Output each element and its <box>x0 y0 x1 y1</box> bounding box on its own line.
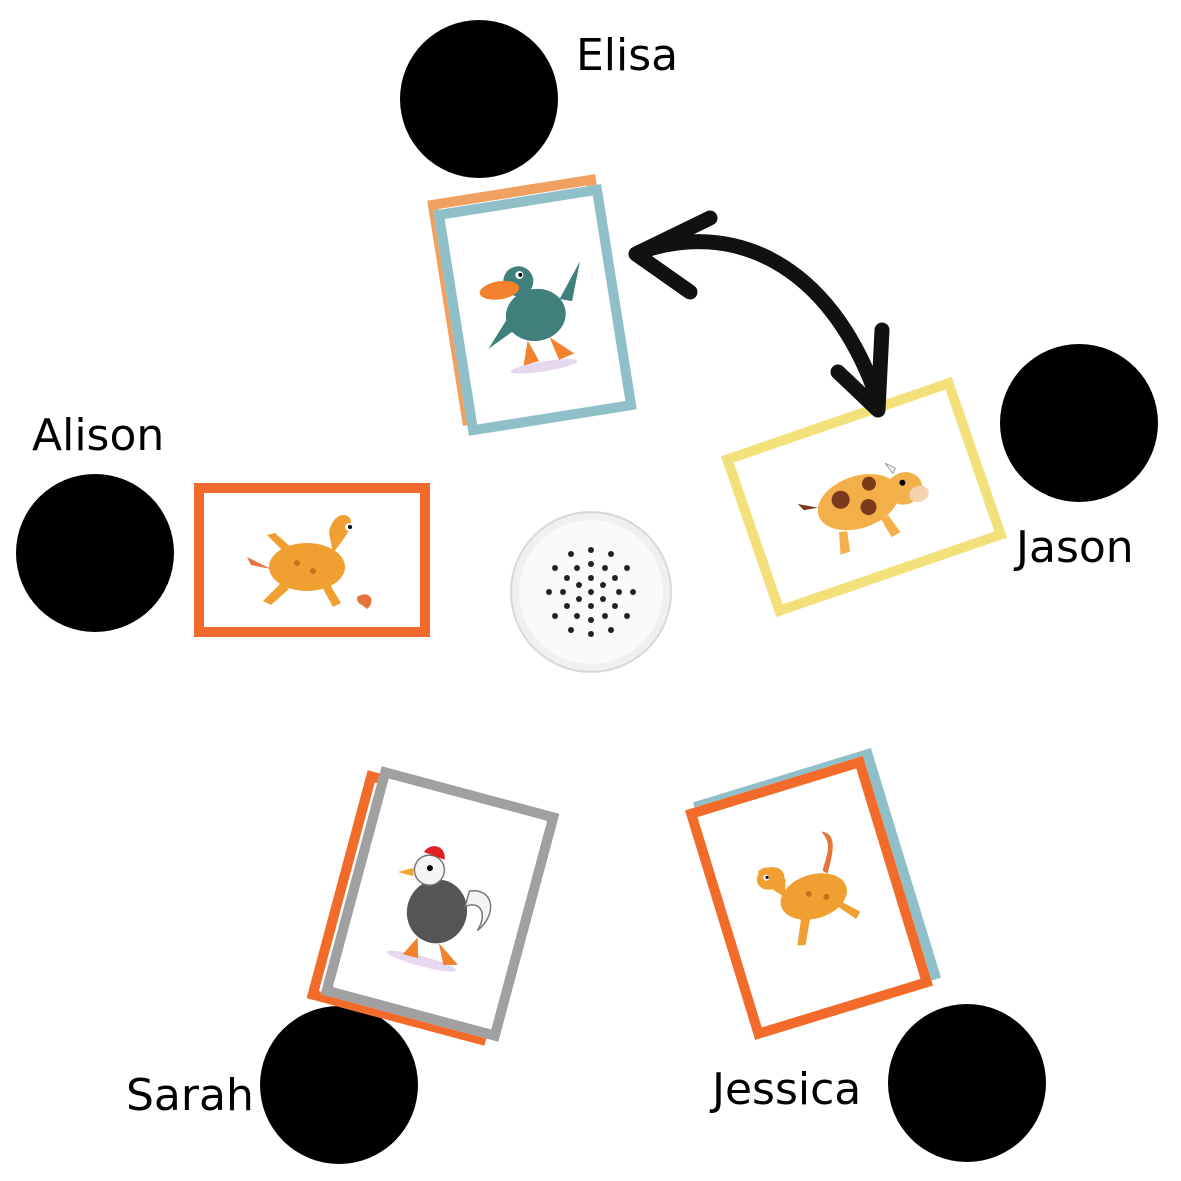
speaker-icon[interactable] <box>509 510 673 674</box>
player-name-sarah: Sarah <box>126 1070 254 1121</box>
player-name-alison: Alison <box>32 410 165 461</box>
rooster-icon <box>386 846 492 972</box>
player-name-jason: Jason <box>1016 522 1134 573</box>
player-token-elisa <box>400 20 558 178</box>
player-token-jessica <box>888 1004 1046 1162</box>
cow-icon <box>797 462 929 555</box>
player-token-sarah <box>260 1006 418 1164</box>
player-name-jessica: Jessica <box>712 1064 862 1115</box>
horse-icon <box>756 831 861 946</box>
duck-icon <box>479 261 580 374</box>
player-name-elisa: Elisa <box>576 30 679 81</box>
player-token-alison <box>16 474 174 632</box>
card-rooster[interactable] <box>320 766 560 1042</box>
card-cow[interactable] <box>720 376 1008 618</box>
swap-arrow-head-jason <box>830 322 890 418</box>
card-duck[interactable] <box>433 184 637 436</box>
horse-icon <box>247 514 372 609</box>
swap-arrow-curve <box>632 234 886 408</box>
card-horse-jessica[interactable] <box>684 756 934 1040</box>
player-token-jason <box>1000 344 1158 502</box>
card-horse-alison[interactable] <box>194 483 430 637</box>
swap-arrow-head-elisa <box>628 210 718 300</box>
